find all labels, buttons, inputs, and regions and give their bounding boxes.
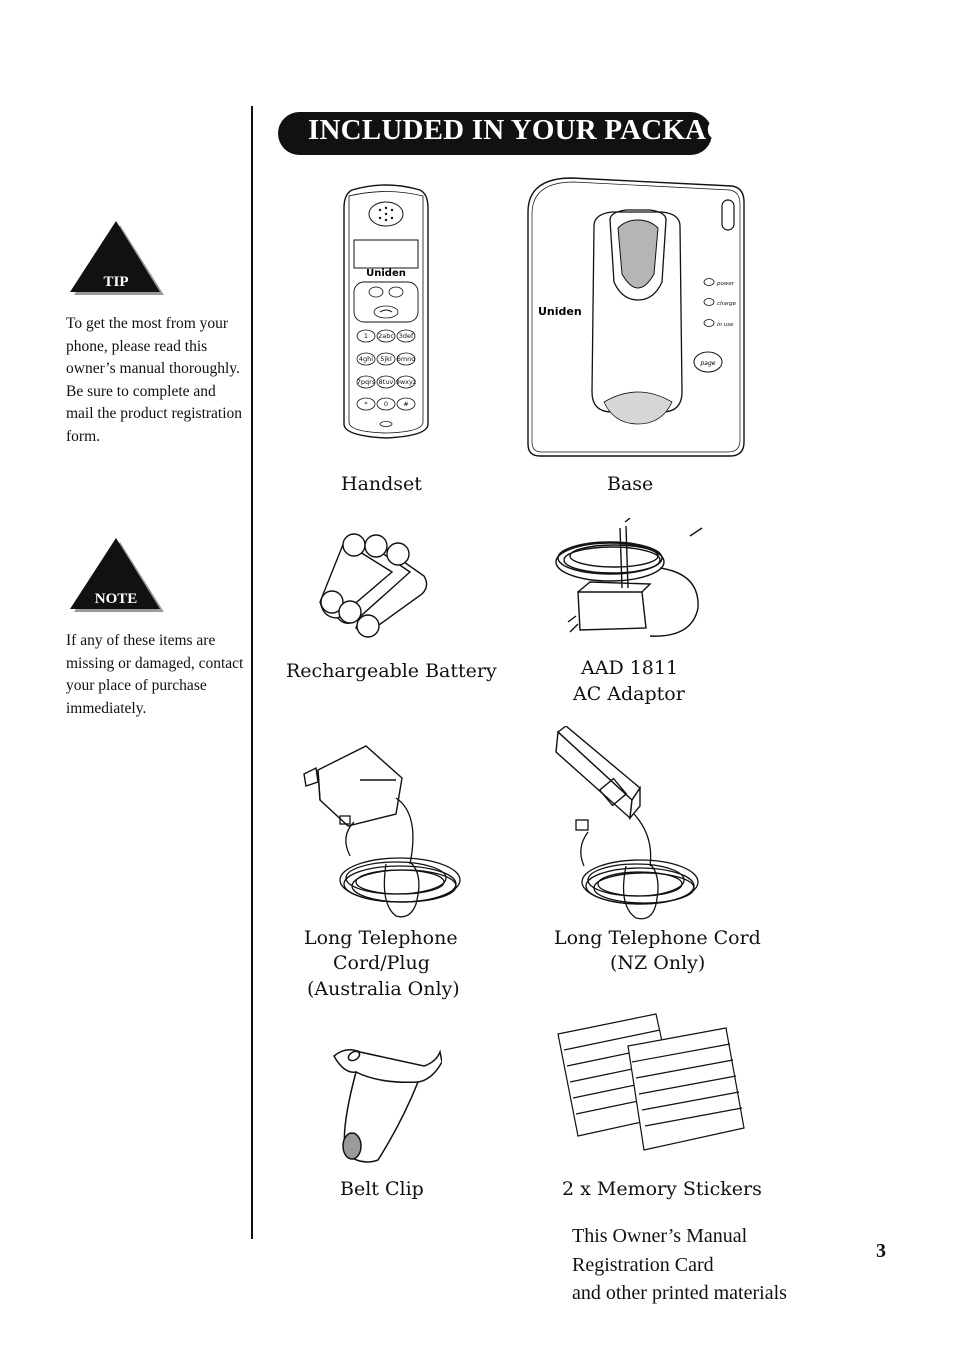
adaptor-label-line1: AAD 1811 bbox=[581, 657, 679, 679]
key-label: 8tuv bbox=[379, 378, 394, 386]
stickers-label: 2 x Memory Stickers bbox=[562, 1178, 762, 1200]
telephone-cord-illustration bbox=[555, 726, 699, 920]
handset-illustration: Uniden 1 2abc 3def 4ghi 5jkl 6mno 7pqrs … bbox=[343, 184, 429, 439]
note-triangle-icon: NOTE bbox=[70, 538, 164, 612]
key-label: 7pqrs bbox=[357, 378, 376, 386]
printed-materials-line1: This Owner’s Manual bbox=[572, 1225, 748, 1247]
charge-indicator-label: charge bbox=[717, 301, 737, 307]
base-label: Base bbox=[607, 473, 654, 495]
printed-materials-line3: and other printed materials bbox=[572, 1282, 787, 1304]
key-label: 2abc bbox=[378, 332, 394, 340]
title-banner bbox=[278, 112, 712, 155]
belt-clip-label: Belt Clip bbox=[340, 1178, 424, 1200]
handset-brand: Uniden bbox=[366, 268, 406, 279]
adaptor-label-line2: AC Adaptor bbox=[573, 683, 685, 705]
key-label: # bbox=[403, 400, 408, 408]
tip-badge: TIP bbox=[103, 274, 128, 290]
page-title: INCLUDED IN YOUR PACKAGE bbox=[308, 114, 749, 146]
cord-nz-label-line2: (NZ Only) bbox=[610, 952, 706, 974]
tip-triangle-icon: TIP bbox=[70, 221, 164, 295]
handset-label: Handset bbox=[341, 473, 422, 495]
key-label: * bbox=[364, 400, 368, 408]
cord-plug-label-line3: (Australia Only) bbox=[307, 978, 460, 1000]
key-label: 0 bbox=[384, 400, 388, 408]
printed-materials-list: This Owner’s Manual Registration Card an… bbox=[572, 1222, 787, 1308]
column-divider bbox=[251, 106, 253, 1239]
tip-text: To get the most from your phone, please … bbox=[66, 315, 243, 445]
note-text: If any of these items are missing or dam… bbox=[66, 632, 244, 717]
memory-stickers-illustration bbox=[557, 1013, 745, 1151]
belt-clip-illustration bbox=[333, 1049, 442, 1163]
power-indicator-label: power bbox=[716, 281, 735, 287]
page-number: 3 bbox=[876, 1240, 886, 1262]
key-label: 1 bbox=[364, 332, 368, 340]
key-label: 9wxyz bbox=[396, 378, 417, 386]
in-use-indicator-label: in use bbox=[717, 322, 734, 328]
battery-label: Rechargeable Battery bbox=[286, 660, 497, 682]
cord-plug-label-line1: Long Telephone bbox=[304, 927, 458, 949]
note-badge: NOTE bbox=[95, 591, 138, 607]
cord-nz-label-line1: Long Telephone Cord bbox=[554, 927, 761, 949]
page-button-label: page bbox=[700, 360, 716, 367]
base-illustration: Uniden power charge in use page bbox=[527, 177, 745, 457]
base-brand: Uniden bbox=[538, 305, 582, 318]
cord-plug-label-line2: Cord/Plug bbox=[333, 952, 430, 974]
battery-illustration bbox=[319, 533, 428, 638]
key-label: 3def bbox=[399, 332, 414, 340]
printed-materials-line2: Registration Card bbox=[572, 1253, 714, 1276]
key-label: 4ghi bbox=[359, 355, 373, 363]
key-label: 6mno bbox=[397, 355, 416, 363]
key-label: 5jkl bbox=[380, 355, 392, 363]
telephone-cord-plug-illustration bbox=[303, 745, 461, 918]
ac-adaptor-illustration bbox=[555, 518, 703, 637]
